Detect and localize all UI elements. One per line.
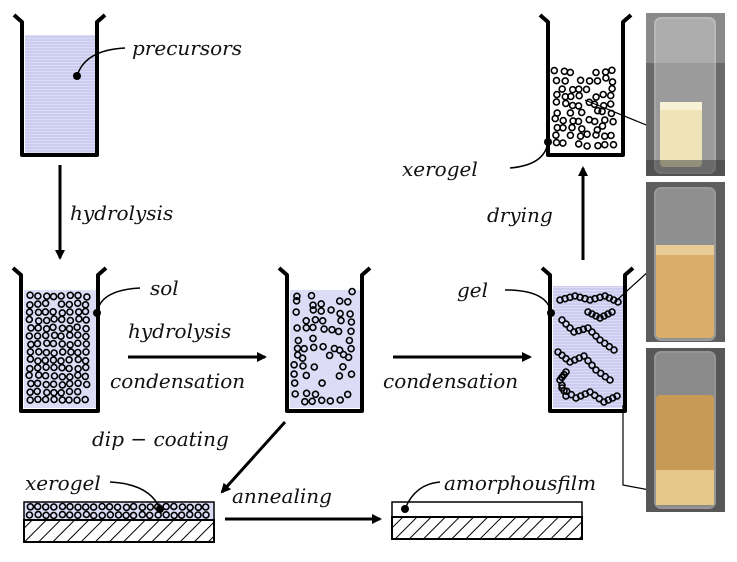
hydrolysis-label-1: hydrolysis: [70, 201, 173, 225]
substrate-xerogel-film: [23, 501, 215, 543]
amorphous-film-pointer: [401, 481, 441, 513]
beaker-xerogel: [538, 13, 633, 157]
drying-label: drying: [487, 203, 553, 227]
gel-label: gel: [457, 278, 488, 302]
beaker-gel: [540, 266, 635, 413]
precursors-label: precursors: [132, 36, 242, 60]
photo-sol-vial: [646, 348, 725, 512]
beaker-precursors: [12, 13, 107, 157]
xerogel-label-top: xerogel: [402, 157, 478, 181]
xerogel-film-pointer: [109, 481, 164, 513]
condensation-label-2: condensation: [383, 369, 518, 393]
dip-coating-label: dip − coating: [92, 427, 229, 451]
annealing-label: annealing: [232, 484, 332, 508]
precursors-pointer: [73, 47, 126, 80]
beaker-intermediate: [277, 266, 372, 413]
amorphous-film-label: amorphousfilm: [444, 471, 596, 495]
beaker-sol: [11, 266, 108, 413]
condensation-label-1: condensation: [110, 369, 245, 393]
photo-gel-vial: [646, 182, 725, 342]
arrow-dip-coating: [220, 420, 287, 494]
hydrolysis-label-2: hydrolysis: [128, 319, 231, 343]
sol-label: sol: [150, 276, 179, 300]
photo-xerogel-vial: [646, 13, 725, 176]
sol-pointer: [93, 287, 141, 317]
xerogel-pointer: [509, 138, 552, 169]
gel-pointer: [504, 289, 555, 317]
xerogel-label-film: xerogel: [25, 471, 101, 495]
substrate-amorphous-film: [391, 501, 583, 540]
